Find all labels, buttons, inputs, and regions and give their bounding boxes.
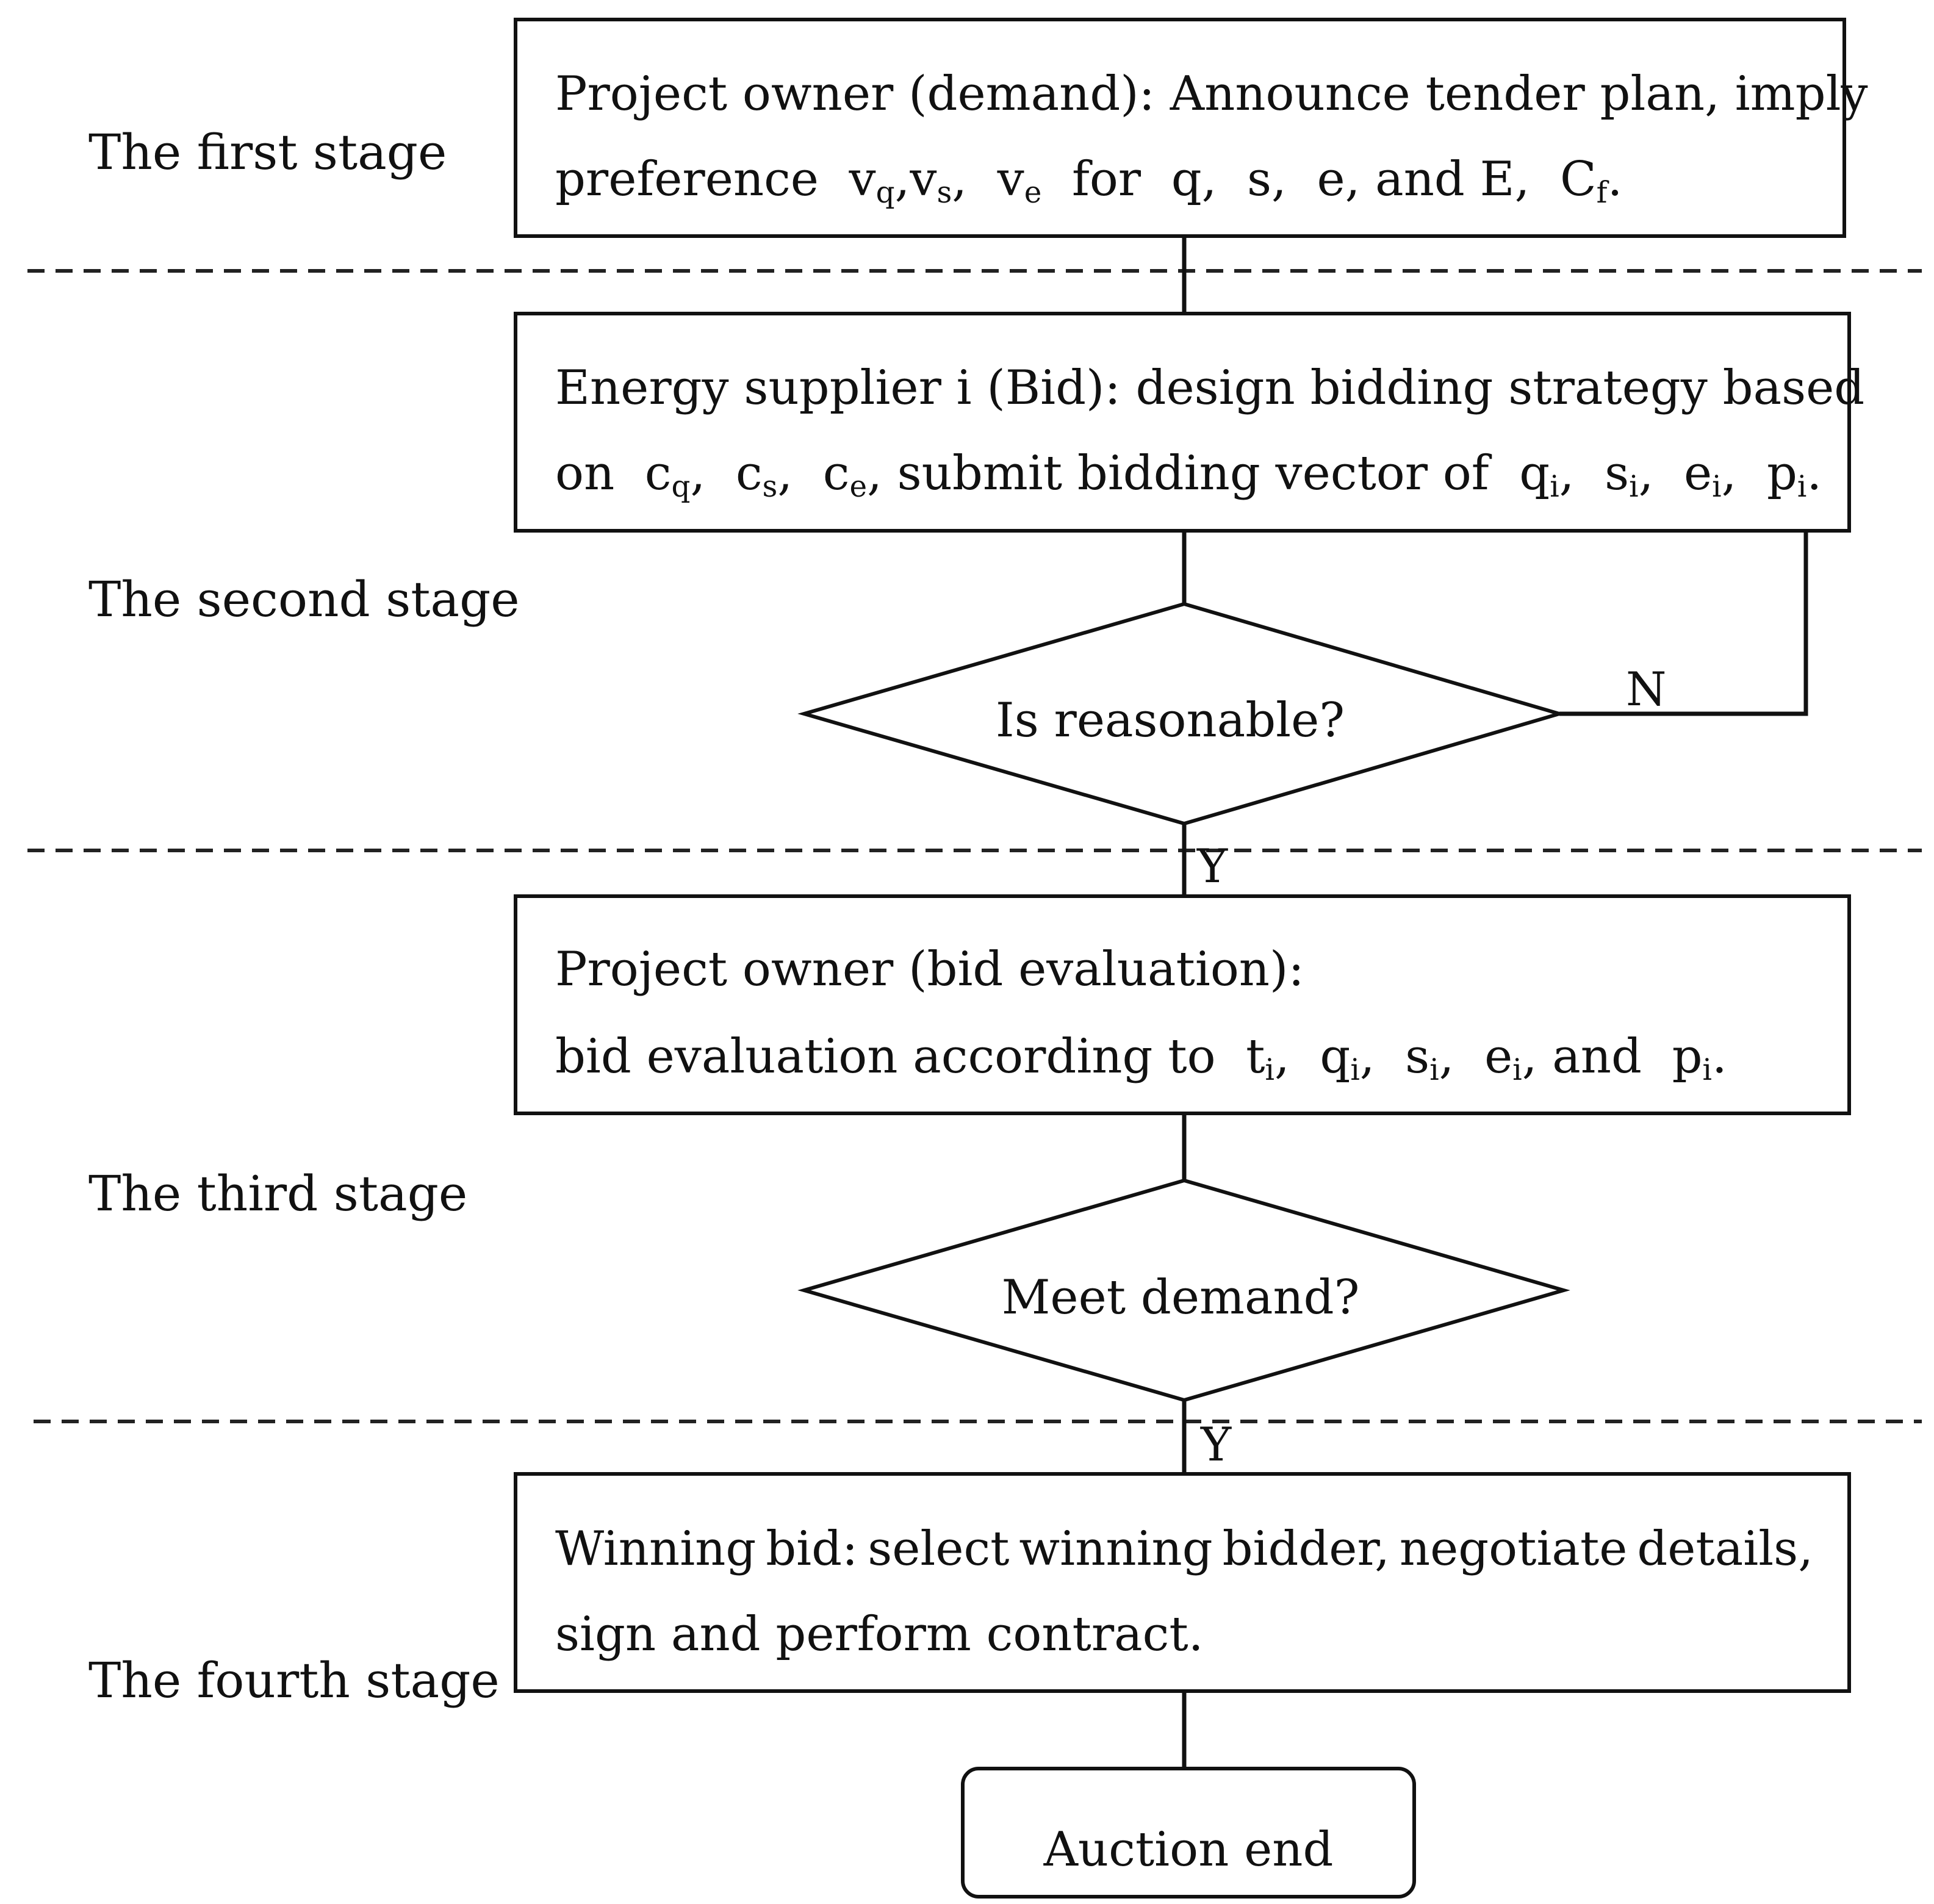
bid-box-line-2: on cq, cs, ce, submit bidding vector of … (555, 446, 1822, 505)
comma: , (952, 152, 968, 207)
reasonable-question: Is reasonable? (995, 693, 1345, 748)
subscript-i: i (1265, 1053, 1274, 1088)
comma: , (1638, 446, 1654, 501)
preference-text: preference (555, 152, 819, 207)
subscript-q: q (671, 470, 691, 505)
auction-end-label: Auction end (1043, 1822, 1334, 1877)
comma: , (777, 446, 793, 501)
symbol-C: C (1559, 152, 1597, 207)
symbol-p: p (1766, 446, 1797, 501)
submit-text: , submit bidding vector of (867, 446, 1489, 501)
word: select (868, 1521, 1010, 1576)
word: Winning (555, 1521, 757, 1576)
symbol-s: s (1247, 152, 1272, 207)
symbol-t: t (1246, 1029, 1265, 1084)
comma: , (894, 152, 910, 207)
symbol-e: e (1683, 446, 1713, 501)
stage-label-third: The third stage (88, 1165, 468, 1222)
subscript-i: i (1512, 1053, 1522, 1088)
stage-label-fourth: The fourth stage (88, 1652, 500, 1709)
symbol-v: v (849, 152, 876, 207)
demand-box-line-1: Project owner (demand): Announce tender … (555, 66, 1868, 121)
evaluation-box-line-2: bid evaluation according to ti, qi, si, … (555, 1029, 1727, 1088)
symbol-c: c (644, 446, 672, 501)
subscript-i: i (1702, 1053, 1712, 1088)
stage-label-second: The second stage (88, 571, 520, 628)
bid-box-line-1: Energy supplier i (Bid): design bidding … (555, 361, 1865, 415)
symbol-c: c (735, 446, 763, 501)
branch-label-yes-1: Y (1197, 839, 1228, 893)
auction-end-terminal (961, 1767, 1416, 1899)
subscript-e: e (1024, 176, 1042, 210)
word: negotiate (1399, 1521, 1628, 1576)
subscript-i: i (1550, 470, 1559, 505)
evaluation-box-line-1: Project owner (bid evaluation): (555, 942, 1304, 997)
branch-label-no: N (1626, 662, 1667, 716)
subscript-q: q (875, 176, 895, 210)
subscript-i: i (1350, 1053, 1360, 1088)
period: . (1711, 1029, 1727, 1084)
symbol-q: q (1320, 1029, 1351, 1084)
symbol-v: v (910, 152, 937, 207)
symbol-c: c (822, 446, 850, 501)
winning-bid-line-1: Winning bid: select winning bidder, nego… (555, 1521, 1813, 1577)
comma: , (1559, 446, 1575, 501)
evaluation-box (514, 894, 1851, 1115)
word: winning (1019, 1521, 1213, 1576)
subscript-s: s (936, 176, 952, 210)
e-and-E-text: e, and E, (1317, 152, 1530, 207)
comma: , (1721, 446, 1737, 501)
branch-label-yes-2: Y (1201, 1417, 1232, 1471)
symbol-v: v (997, 152, 1024, 207)
symbol-s: s (1405, 1029, 1430, 1084)
subscript-e: e (849, 470, 868, 505)
symbol-q: q (1171, 152, 1202, 207)
winning-bid-box (514, 1472, 1851, 1693)
for-text: for (1071, 152, 1141, 207)
word: bid: (766, 1521, 858, 1576)
subscript-i: i (1712, 470, 1722, 505)
and-text: , and (1522, 1029, 1642, 1084)
stage-label-first: The first stage (88, 124, 447, 181)
period: . (1607, 152, 1623, 207)
bid-evaluation-text: bid evaluation according to (555, 1029, 1216, 1084)
arrow-no-loop-back (1559, 531, 1808, 716)
subscript-s: s (762, 470, 778, 505)
symbol-q: q (1519, 446, 1550, 501)
symbol-e: e (1484, 1029, 1513, 1084)
subscript-i: i (1629, 470, 1639, 505)
symbol-p: p (1672, 1029, 1703, 1084)
comma: , (1439, 1029, 1454, 1084)
comma: , (1201, 152, 1217, 207)
symbol-s: s (1605, 446, 1630, 501)
comma: , (1359, 1029, 1375, 1084)
subscript-i: i (1797, 470, 1807, 505)
word: bidder, (1222, 1521, 1390, 1576)
subscript-f: f (1596, 176, 1608, 210)
meet-demand-question: Meet demand? (1001, 1270, 1360, 1325)
comma: , (1274, 1029, 1290, 1084)
word: details, (1637, 1521, 1813, 1576)
period: . (1806, 446, 1822, 501)
subscript-i: i (1429, 1053, 1439, 1088)
on-text: on (555, 446, 615, 501)
comma: , (1271, 152, 1287, 207)
comma: , (690, 446, 706, 501)
demand-box-line-2: preference vq,vs, ve for q, s, e, and E,… (555, 152, 1623, 210)
winning-bid-line-2: sign and perform contract. (555, 1607, 1204, 1662)
demand-box (514, 18, 1846, 238)
